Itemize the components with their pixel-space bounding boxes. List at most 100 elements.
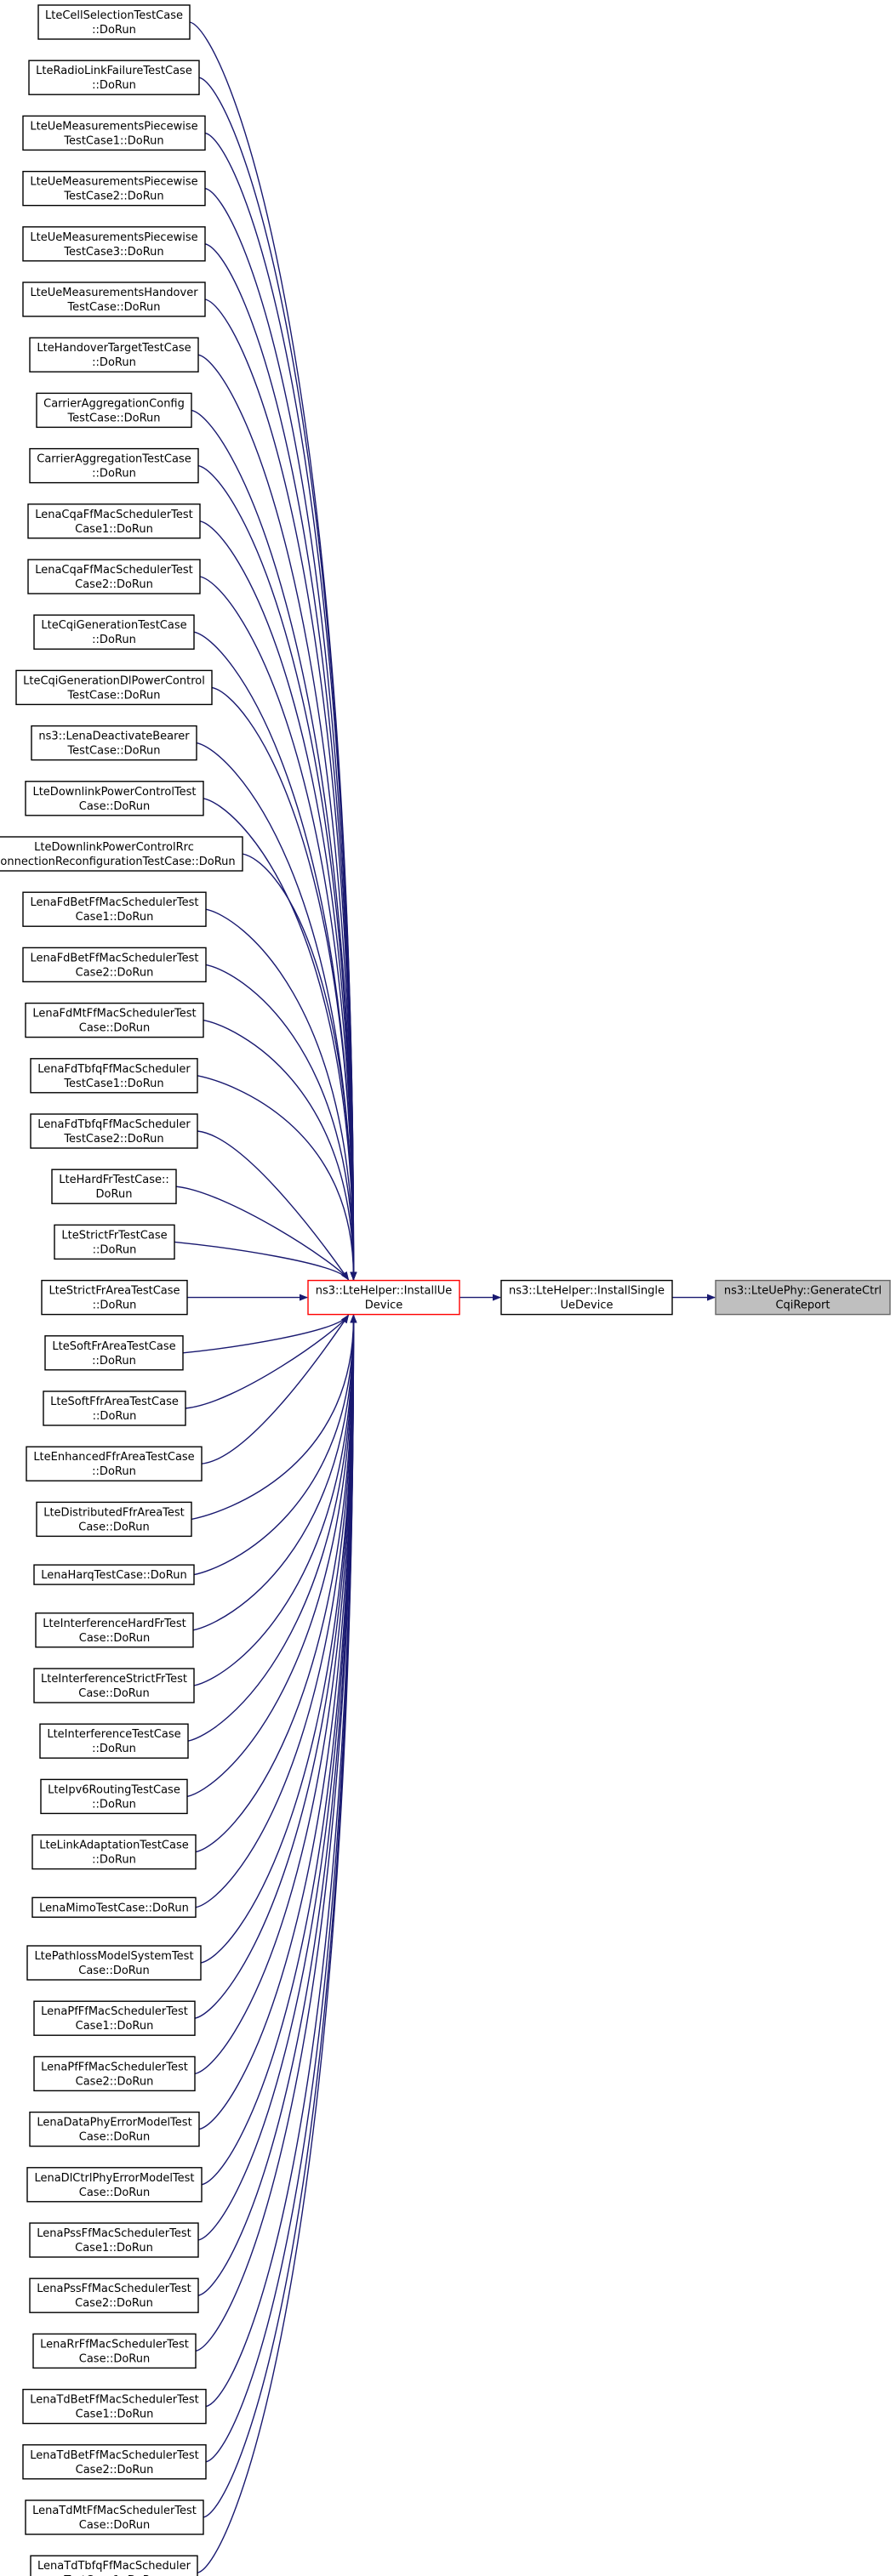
- caller-node-34[interactable]: LenaMimoTestCase::DoRun: [31, 1896, 197, 1919]
- edge-caller-36-to-install-ue-device: [194, 1314, 357, 2019]
- caller-node-22[interactable]: LteStrictFrTestCase::DoRun: [54, 1224, 175, 1260]
- caller-node-2-box: [22, 115, 206, 151]
- caller-node-12-label-line: TestCase::DoRun: [66, 689, 160, 702]
- edge-caller-8-to-install-ue-device: [197, 464, 357, 1281]
- caller-node-8-label-line: CarrierAggregationTestCase: [37, 453, 191, 466]
- edge-caller-4-to-install-ue-device: [204, 243, 357, 1281]
- caller-node-2[interactable]: LteUeMeasurementsPiecewiseTestCase1::DoR…: [22, 115, 206, 151]
- caller-node-27-box: [36, 1501, 192, 1538]
- caller-node-33[interactable]: LteLinkAdaptationTestCase::DoRun: [31, 1834, 197, 1870]
- edge-caller-17-to-install-ue-device: [205, 964, 357, 1281]
- caller-node-0[interactable]: LteCellSelectionTestCase::DoRun: [37, 4, 191, 40]
- caller-node-31[interactable]: LteInterferenceTestCase::DoRun: [39, 1723, 189, 1759]
- caller-node-40-label-line: Case1::DoRun: [75, 2242, 153, 2255]
- caller-node-13-label-line: ns3::LenaDeactivateBearer: [38, 731, 190, 743]
- caller-node-12[interactable]: LteCqiGenerationDlPowerControlTestCase::…: [15, 669, 213, 706]
- caller-node-16-label-line: LenaFdBetFfMacSchedulerTest: [30, 896, 198, 909]
- caller-node-42-box: [32, 2333, 197, 2369]
- edge-caller-41-to-install-ue-device: [197, 1314, 357, 2296]
- caller-node-7-label-line: CarrierAggregationConfig: [43, 397, 185, 410]
- caller-node-24[interactable]: LteSoftFrAreaTestCase::DoRun: [44, 1335, 184, 1371]
- caller-node-28-box: [33, 1564, 195, 1585]
- caller-node-46-label-line: TestCase1::DoRun: [63, 2574, 163, 2576]
- edge-caller-35-to-install-ue-device: [200, 1314, 357, 1964]
- caller-node-32[interactable]: LteIpv6RoutingTestCase::DoRun: [40, 1778, 188, 1815]
- caller-node-41-label-line: Case2::DoRun: [75, 2297, 153, 2310]
- caller-node-15[interactable]: LteDownlinkPowerControlRrcConnectionReco…: [0, 836, 243, 872]
- caller-node-44-label-line: Case2::DoRun: [76, 2464, 154, 2476]
- edge-caller-30-to-install-ue-device: [193, 1314, 357, 1686]
- caller-node-18-box: [25, 1002, 204, 1038]
- caller-node-6[interactable]: LteHandoverTargetTestCase::DoRun: [29, 337, 199, 372]
- edge-caller-39-to-install-ue-device: [201, 1314, 357, 2186]
- edge-caller-20-to-install-ue-device: [197, 1130, 349, 1281]
- caller-node-21[interactable]: LteHardFrTestCase::DoRun: [51, 1169, 177, 1204]
- caller-node-43-label-line: Case1::DoRun: [76, 2408, 154, 2421]
- caller-node-32-label-line: ::DoRun: [92, 1798, 136, 1811]
- edge-caller-22-to-install-ue-device: [174, 1241, 349, 1281]
- caller-node-19-label-line: LenaFdTbfqFfMacScheduler: [37, 1063, 191, 1076]
- caller-node-19-box: [30, 1058, 198, 1094]
- caller-node-1[interactable]: LteRadioLinkFailureTestCase::DoRun: [28, 60, 200, 95]
- caller-node-23[interactable]: LteStrictFrAreaTestCase::DoRun: [41, 1279, 188, 1316]
- caller-node-25-label-line: LteSoftFfrAreaTestCase: [50, 1396, 179, 1408]
- caller-node-25[interactable]: LteSoftFfrAreaTestCase::DoRun: [43, 1390, 186, 1426]
- caller-node-26[interactable]: LteEnhancedFfrAreaTestCase::DoRun: [26, 1446, 203, 1481]
- install-ue-device-node-label-line: ns3::LteHelper::InstallUe: [316, 1285, 453, 1298]
- caller-node-17-label-line: LenaFdBetFfMacSchedulerTest: [30, 952, 198, 964]
- edge-caller-33-to-install-ue-device: [195, 1314, 357, 1853]
- caller-node-46[interactable]: LenaTdTbfqFfMacSchedulerTestCase1::DoRun: [30, 2555, 198, 2576]
- caller-node-0-label-line: LteCellSelectionTestCase: [45, 9, 183, 22]
- caller-node-26-box: [26, 1446, 203, 1481]
- caller-node-8[interactable]: CarrierAggregationTestCase::DoRun: [29, 447, 199, 484]
- edge-caller-42-to-install-ue-device: [195, 1314, 357, 2352]
- install-single-ue-device-node-label-line: ns3::LteHelper::InstallSingle: [509, 1285, 665, 1298]
- caller-node-6-label-line: LteHandoverTargetTestCase: [37, 342, 191, 355]
- caller-node-3[interactable]: LteUeMeasurementsPiecewiseTestCase2::DoR…: [22, 170, 206, 207]
- caller-node-27-label-line: LteDistributedFfrAreaTest: [43, 1506, 185, 1519]
- edge-caller-43-to-install-ue-device: [205, 1314, 357, 2408]
- caller-node-39-label-line: Case::DoRun: [79, 2186, 150, 2199]
- caller-node-23-box: [41, 1279, 188, 1316]
- caller-node-36-label-line: Case1::DoRun: [76, 2020, 154, 2033]
- caller-node-20-box: [30, 1113, 198, 1149]
- caller-node-12-box: [15, 669, 213, 706]
- caller-node-10-label-line: Case2::DoRun: [75, 578, 153, 591]
- caller-node-28[interactable]: LenaHarqTestCase::DoRun: [33, 1564, 195, 1585]
- caller-node-4[interactable]: LteUeMeasurementsPiecewiseTestCase3::DoR…: [22, 226, 206, 262]
- caller-node-6-box: [29, 337, 199, 372]
- edge-caller-34-to-install-ue-device: [195, 1314, 357, 1908]
- caller-node-42-label-line: Case::DoRun: [79, 2352, 150, 2365]
- caller-node-5-label-line: LteUeMeasurementsHandover: [30, 287, 198, 299]
- caller-node-11[interactable]: LteCqiGenerationTestCase::DoRun: [33, 614, 195, 650]
- caller-node-14-label-line: LteDownlinkPowerControlTest: [32, 786, 196, 799]
- caller-node-4-label-line: TestCase3::DoRun: [63, 246, 163, 259]
